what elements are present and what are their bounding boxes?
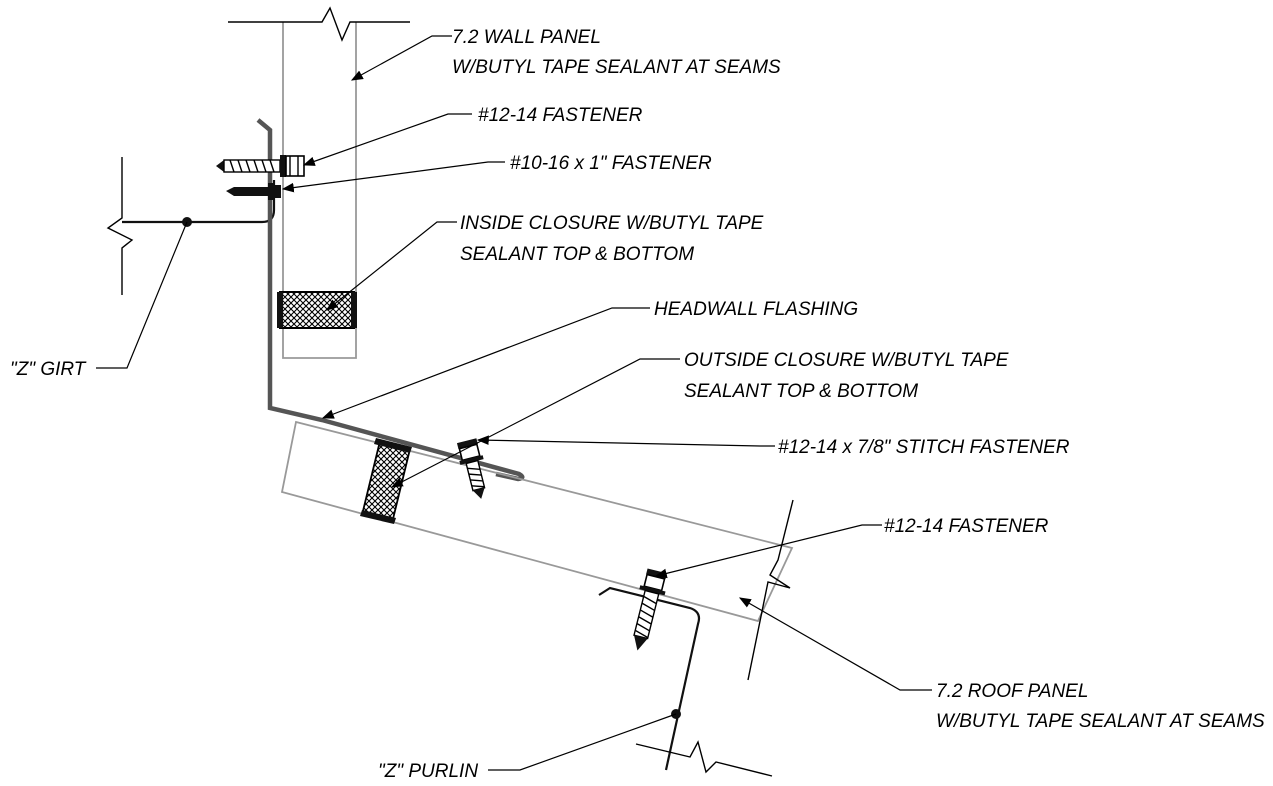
- label-inside-closure-line1: INSIDE CLOSURE W/BUTYL TAPE: [460, 213, 764, 234]
- leader-roof-panel: [738, 597, 932, 691]
- leader-wall-panel: [350, 35, 452, 81]
- roof-panel-break-line: [747, 499, 794, 681]
- fastener-10-16-wall: [226, 183, 281, 200]
- label-fastener-12-14-roof: #12-14 FASTENER: [884, 516, 1049, 537]
- leader-stitch-fastener: [476, 435, 775, 447]
- label-fastener-12-14-top: #12-14 FASTENER: [478, 105, 643, 126]
- leader-fastener-12-14-top: [302, 113, 472, 166]
- label-roof-panel-line2: W/BUTYL TAPE SEALANT AT SEAMS: [936, 711, 1265, 732]
- label-z-purlin: "Z" PURLIN: [378, 761, 478, 782]
- label-inside-closure-line2: SEALANT TOP & BOTTOM: [460, 244, 694, 265]
- wall-panel-break-line: [228, 6, 410, 42]
- leader-lines: [96, 35, 932, 771]
- leader-headwall-flashing: [321, 307, 650, 419]
- fastener-12-14-wall: [216, 155, 305, 177]
- z-purlin: [598, 586, 773, 777]
- leader-z-girt: [96, 221, 188, 369]
- leader-fastener-12-14-roof: [654, 524, 882, 579]
- leader-inside-closure: [326, 221, 457, 311]
- roof-panel: [280, 420, 794, 681]
- z-girt: [106, 157, 276, 295]
- label-stitch-fastener: #12-14 x 7/8" STITCH FASTENER: [778, 437, 1070, 458]
- label-outside-closure-line1: OUTSIDE CLOSURE W/BUTYL TAPE: [684, 350, 1009, 371]
- label-wall-panel-line2: W/BUTYL TAPE SEALANT AT SEAMS: [452, 57, 781, 78]
- outside-closure: [360, 438, 412, 524]
- stitch-fastener: [456, 438, 486, 499]
- leader-outside-closure: [390, 358, 680, 488]
- label-wall-panel-line1: 7.2 WALL PANEL: [452, 27, 601, 48]
- inside-closure: [277, 291, 357, 329]
- label-z-girt: "Z" GIRT: [10, 359, 87, 380]
- label-fastener-10-16: #10-16 x 1" FASTENER: [510, 153, 712, 174]
- label-headwall-flashing: HEADWALL FLASHING: [654, 299, 858, 320]
- leader-fastener-10-16: [281, 161, 505, 193]
- label-outside-closure-line2: SEALANT TOP & BOTTOM: [684, 381, 918, 402]
- fastener-12-14-roof: [633, 568, 667, 651]
- leader-z-purlin: [488, 713, 677, 771]
- label-roof-panel-line1: 7.2 ROOF PANEL: [936, 681, 1088, 702]
- labels: 7.2 WALL PANEL W/BUTYL TAPE SEALANT AT S…: [10, 27, 1265, 782]
